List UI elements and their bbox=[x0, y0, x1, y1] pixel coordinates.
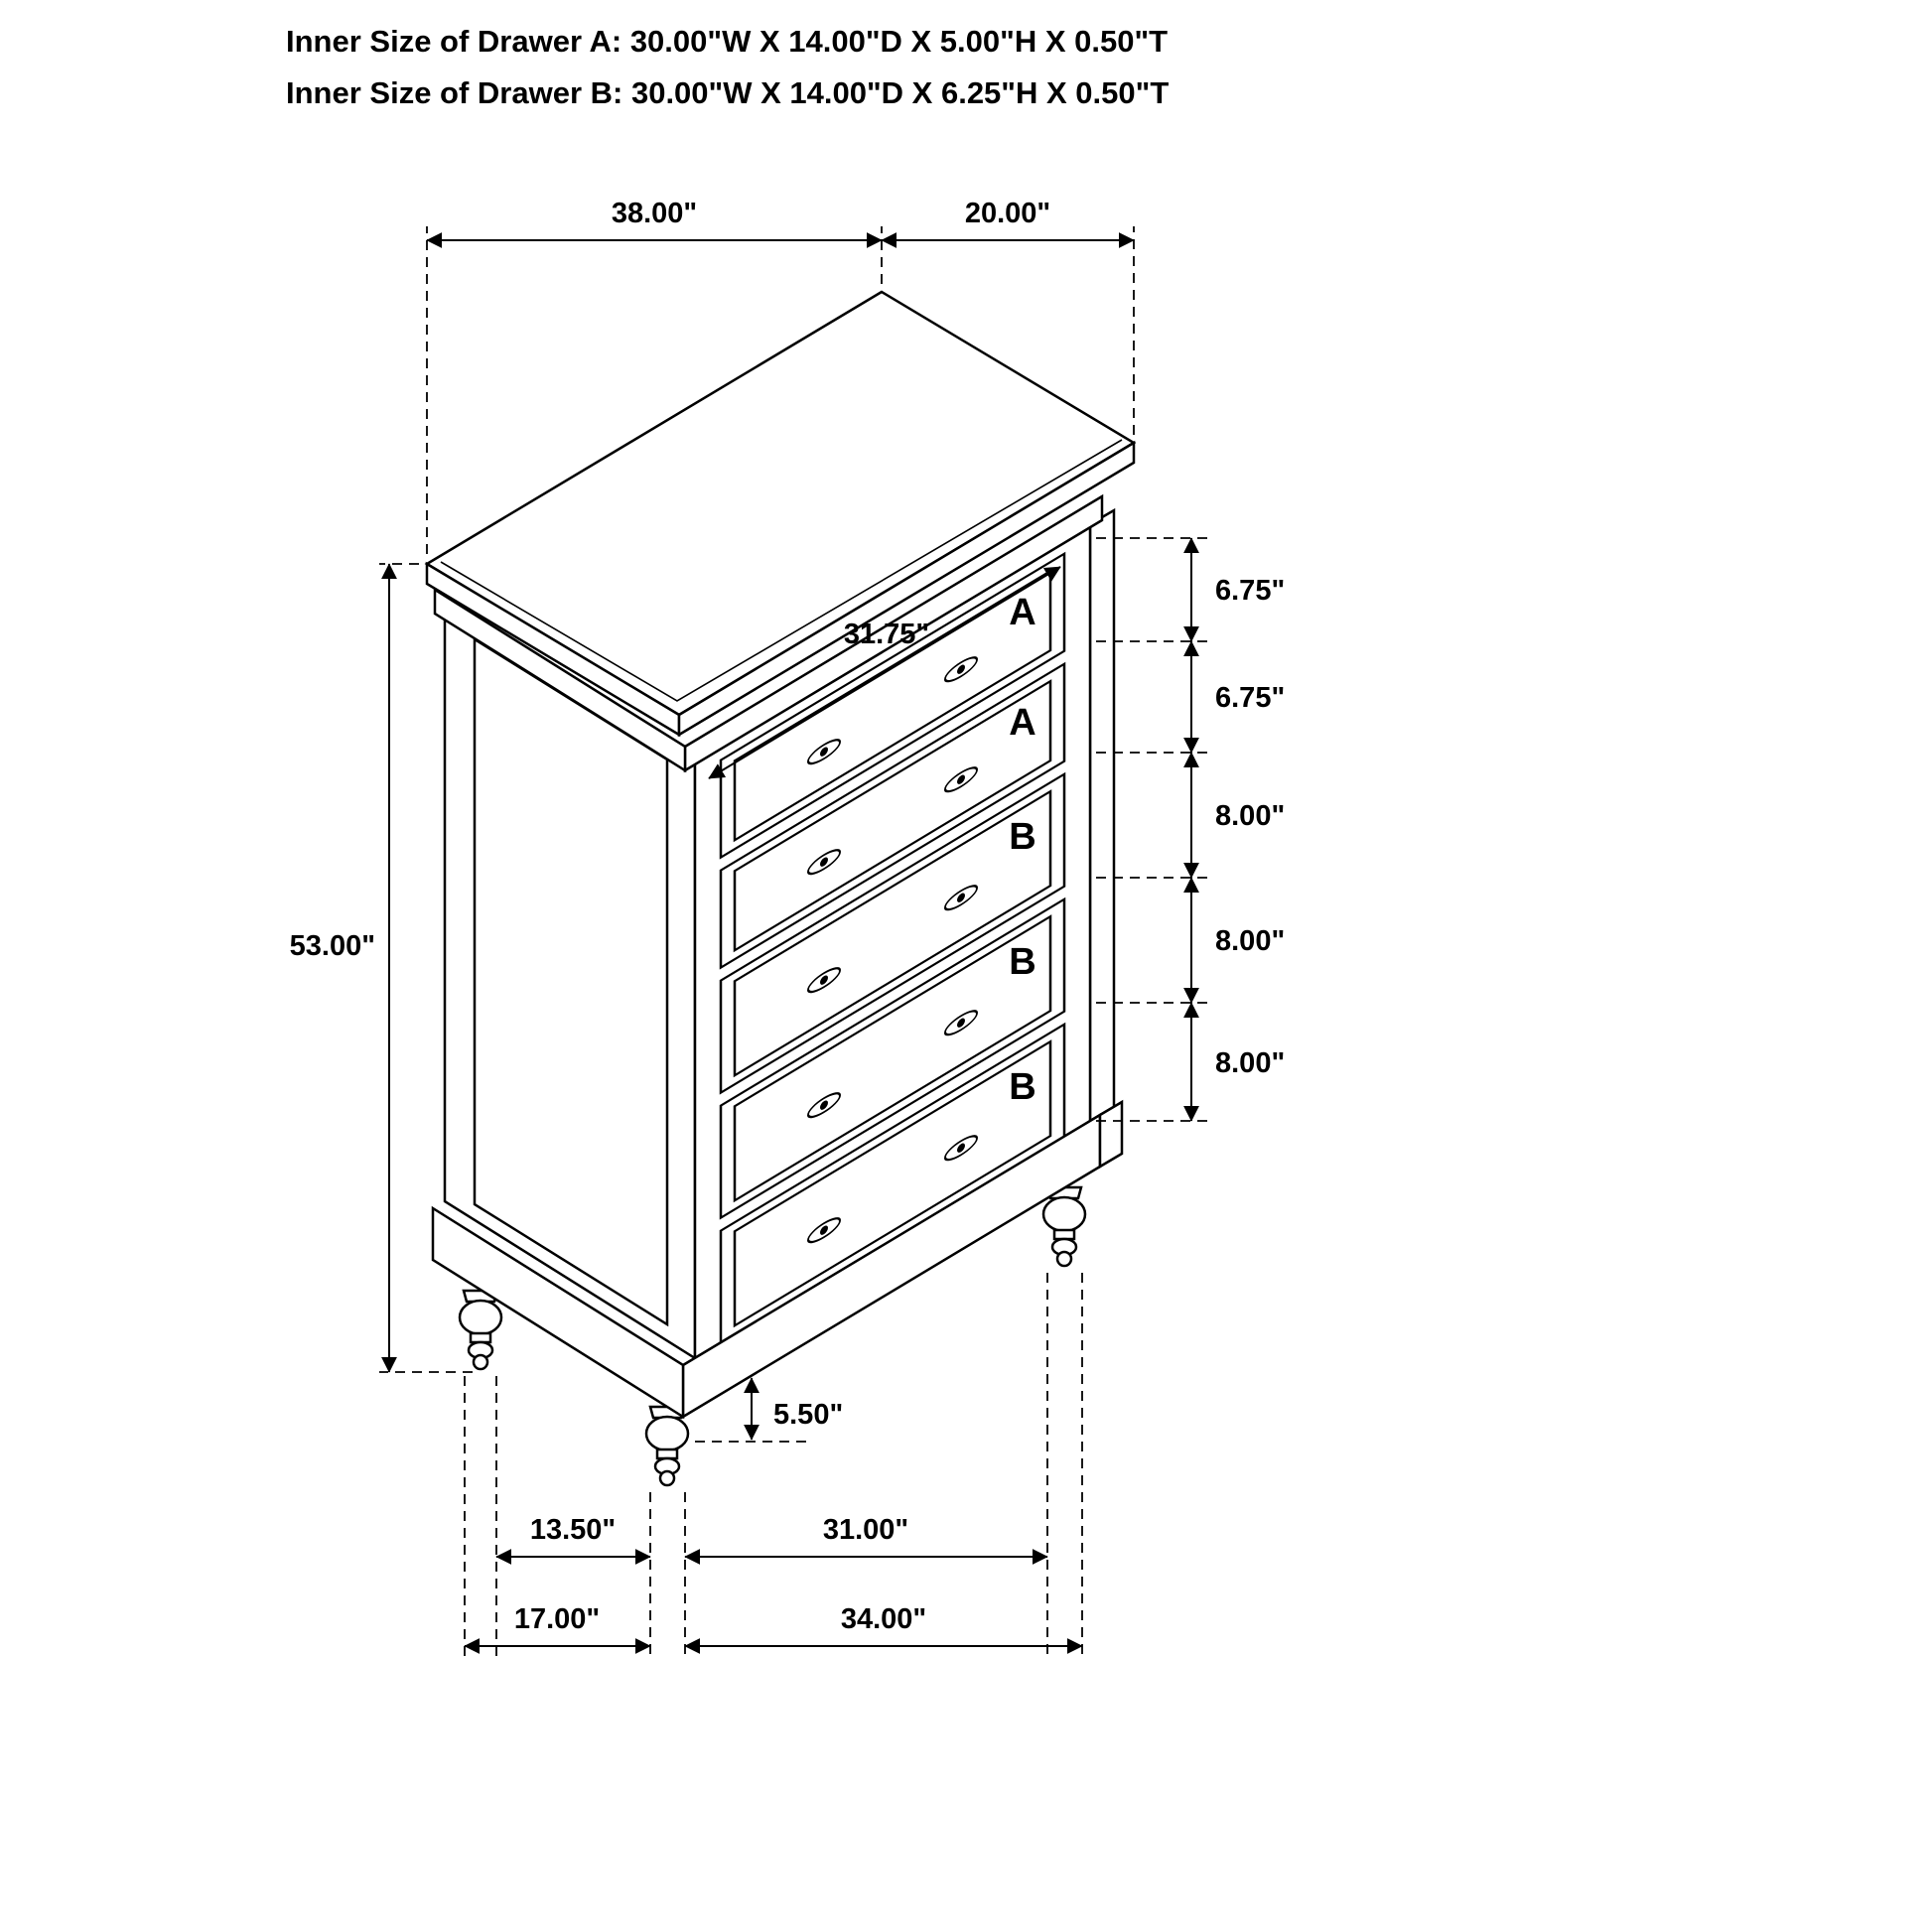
dim-drawer-3-height-label: 8.00" bbox=[1215, 800, 1285, 832]
drawer-b3-bevel bbox=[733, 1039, 1052, 1328]
dim-front-span-outer-label: 34.00" bbox=[841, 1603, 926, 1635]
dim-drawer-5-height-label: 8.00" bbox=[1215, 1047, 1285, 1079]
top-surface-edge-line bbox=[440, 439, 1123, 702]
dim-line-drawer-front-width bbox=[708, 566, 1061, 779]
dim-drawer-2-height-label: 6.75" bbox=[1215, 682, 1285, 714]
base-molding-side bbox=[431, 1205, 685, 1420]
handle-dot-icon bbox=[820, 857, 828, 867]
handle-dot-icon bbox=[957, 1018, 965, 1028]
dim-front-span-inner-label: 31.00" bbox=[823, 1514, 908, 1546]
back-left-leg bbox=[458, 1289, 503, 1371]
front-left-leg bbox=[644, 1405, 690, 1487]
dim-drawer-4-height-label: 8.00" bbox=[1215, 925, 1285, 957]
dim-side-span-inner-label: 13.50" bbox=[530, 1514, 616, 1546]
title-inner-size-drawer-b: Inner Size of Drawer B: 30.00"W X 14.00"… bbox=[286, 75, 1169, 110]
cornice-side bbox=[433, 587, 687, 773]
dim-leg-height-label: 5.50" bbox=[773, 1399, 843, 1431]
front-right-leg bbox=[1041, 1185, 1087, 1268]
handle-dot-icon bbox=[820, 1225, 828, 1235]
dim-drawer-1-height-label: 6.75" bbox=[1215, 575, 1285, 607]
drawer-label-b3: B bbox=[1009, 1066, 1035, 1108]
right-side-sliver bbox=[1088, 507, 1116, 1124]
dim-side-span-outer-label: 17.00" bbox=[514, 1603, 600, 1635]
handle-dot-icon bbox=[957, 893, 965, 902]
dim-top-width-label: 38.00" bbox=[612, 198, 697, 229]
dim-drawer-front-width-label: 31.75" bbox=[844, 619, 929, 650]
drawer-b2-bevel bbox=[733, 914, 1052, 1203]
dim-top-depth-label: 20.00" bbox=[965, 198, 1050, 229]
dim-total-height-label: 53.00" bbox=[290, 930, 375, 962]
drawer-label-a1: A bbox=[1009, 592, 1035, 633]
drawer-label-b2: B bbox=[1009, 941, 1035, 983]
handle-dot-icon bbox=[820, 975, 828, 985]
handle-dot-icon bbox=[820, 1100, 828, 1110]
drawer-label-b1: B bbox=[1009, 816, 1035, 858]
drawer-b1-bevel bbox=[733, 789, 1052, 1078]
drawer-label-a2: A bbox=[1009, 702, 1035, 744]
base-molding-right-sliver bbox=[1098, 1099, 1124, 1170]
title-inner-size-drawer-a: Inner Size of Drawer A: 30.00"W X 14.00"… bbox=[286, 24, 1168, 59]
handle-dot-icon bbox=[957, 1143, 965, 1153]
